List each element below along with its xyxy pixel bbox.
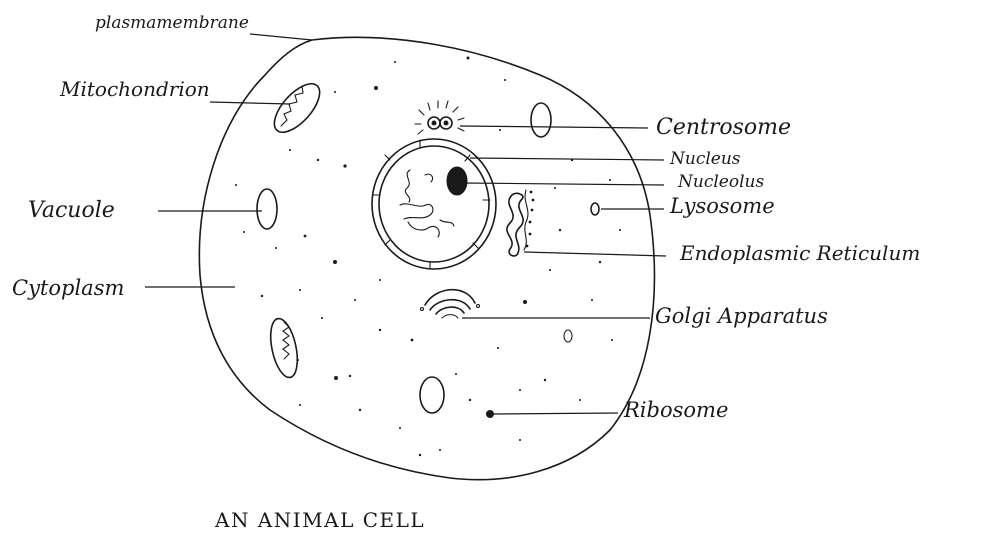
- cytoplasm-dots: [235, 57, 621, 457]
- label-mitochondrion: Mitochondrion: [59, 77, 210, 101]
- label-cytoplasm: Cytoplasm: [12, 276, 124, 300]
- label-golgi-apparatus: Golgi Apparatus: [655, 304, 828, 328]
- label-endoplasmic-reticulum: Endoplasmic Reticulum: [679, 241, 920, 265]
- lysosome-shape: [591, 203, 599, 215]
- small-vesicle: [564, 330, 572, 342]
- diagram-caption: AN ANIMAL CELL: [214, 508, 425, 532]
- vacuole-left: [257, 189, 277, 229]
- label-vacuole: Vacuole: [28, 198, 115, 223]
- mitochondrion-bottom: [266, 316, 302, 380]
- label-nucleolus: Nucleolus: [677, 172, 764, 192]
- ribosome-dot: [486, 410, 494, 418]
- endoplasmic-reticulum-shape: [507, 190, 535, 256]
- label-ribosome: Ribosome: [623, 398, 728, 422]
- label-plasma-membrane: plasmamembrane: [95, 13, 249, 33]
- vacuole-bottom: [420, 377, 444, 413]
- label-nucleus: Nucleus: [669, 149, 741, 169]
- label-lysosome: Lysosome: [669, 194, 775, 218]
- label-centrosome: Centrosome: [656, 115, 791, 140]
- mitochondrion-top: [267, 76, 328, 139]
- nucleolus-shape: [447, 167, 467, 195]
- golgi-apparatus-shape: [421, 290, 480, 318]
- centrosome-shape: [415, 101, 464, 134]
- vacuole-top-right: [531, 103, 551, 137]
